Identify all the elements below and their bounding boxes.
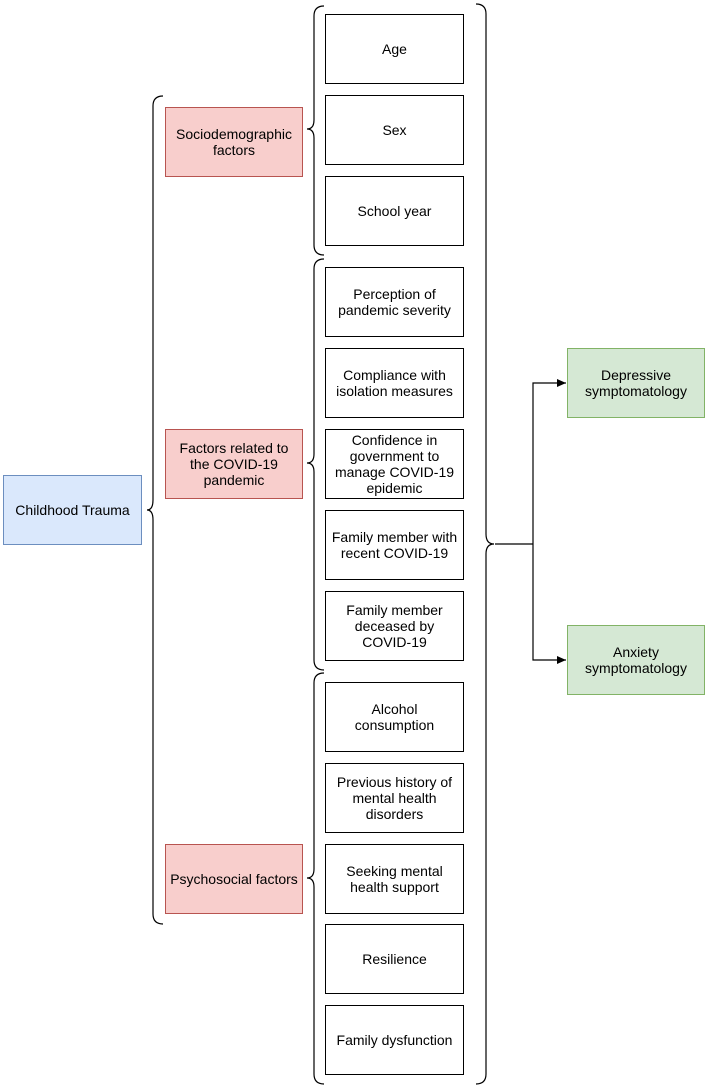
variable-family-recent-covid: Family member with recent COVID-19 [325, 510, 464, 580]
variable-pandemic-severity: Perception of pandemic severity [325, 267, 464, 337]
outcome-depressive: Depressive symptomatology [567, 348, 705, 418]
variable-isolation-compliance: Compliance with isolation measures [325, 348, 464, 418]
childhood-trauma-box: Childhood Trauma [3, 475, 142, 545]
psychosocial-brace [306, 672, 325, 1085]
variable-sex: Sex [325, 95, 464, 165]
variable-seeking-support: Seeking mental health support [325, 844, 464, 914]
covid-factors-brace [306, 258, 325, 671]
group-sociodemographic: Sociodemographic factors [165, 107, 303, 177]
groups-brace [146, 95, 164, 925]
variable-school-year: School year [325, 176, 464, 246]
variable-family-dysfunction: Family dysfunction [325, 1005, 464, 1075]
arrow-to-depressive [532, 379, 566, 544]
variable-alcohol-consumption: Alcohol consumption [325, 682, 464, 752]
variable-government-confidence: Confidence in government to manage COVID… [325, 429, 464, 499]
group-covid-factors: Factors related to the COVID-19 pandemic [165, 429, 303, 499]
variable-family-deceased-covid: Family member deceased by COVID-19 [325, 591, 464, 661]
variable-resilience: Resilience [325, 924, 464, 994]
variable-mental-health-history: Previous history of mental health disord… [325, 763, 464, 833]
variable-age: Age [325, 14, 464, 84]
arrow-to-anxiety [532, 544, 566, 664]
sociodemographic-brace [306, 5, 325, 256]
variables-brace [475, 3, 495, 1085]
outcome-anxiety: Anxiety symptomatology [567, 625, 705, 695]
group-psychosocial: Psychosocial factors [165, 844, 303, 914]
